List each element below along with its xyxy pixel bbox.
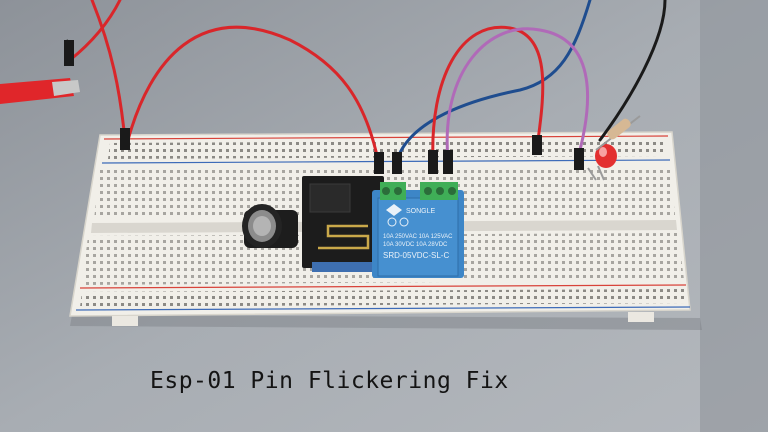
red-wire-top bbox=[126, 25, 380, 162]
capacitor bbox=[242, 204, 298, 248]
wires bbox=[68, 0, 667, 162]
caption: Esp-01 Pin Flickering Fix bbox=[150, 368, 509, 394]
purple-wire bbox=[445, 27, 590, 162]
led bbox=[587, 144, 617, 181]
red-wire-relay bbox=[431, 25, 545, 162]
relay-rating-line1: 10A 250VAC 10A 125VAC bbox=[383, 234, 453, 240]
relay-module: SONGLE 10A 250VAC 10A 125VAC 10A 30VDC 1… bbox=[372, 182, 464, 278]
jumper-pins bbox=[64, 40, 584, 174]
red-wire-left bbox=[90, 0, 127, 142]
esp01-module bbox=[302, 176, 384, 272]
blue-wire bbox=[395, 0, 592, 162]
black-wire bbox=[598, 0, 667, 142]
relay-model: SRD-05VDC-SL-C bbox=[383, 251, 449, 260]
relay-brand: SONGLE bbox=[406, 208, 436, 215]
relay-rating-line2: 10A 30VDC 10A 28VDC bbox=[383, 242, 448, 248]
alligator-clip bbox=[0, 39, 80, 104]
resistor bbox=[595, 115, 641, 151]
red-wire-clip-lead bbox=[68, 0, 122, 62]
